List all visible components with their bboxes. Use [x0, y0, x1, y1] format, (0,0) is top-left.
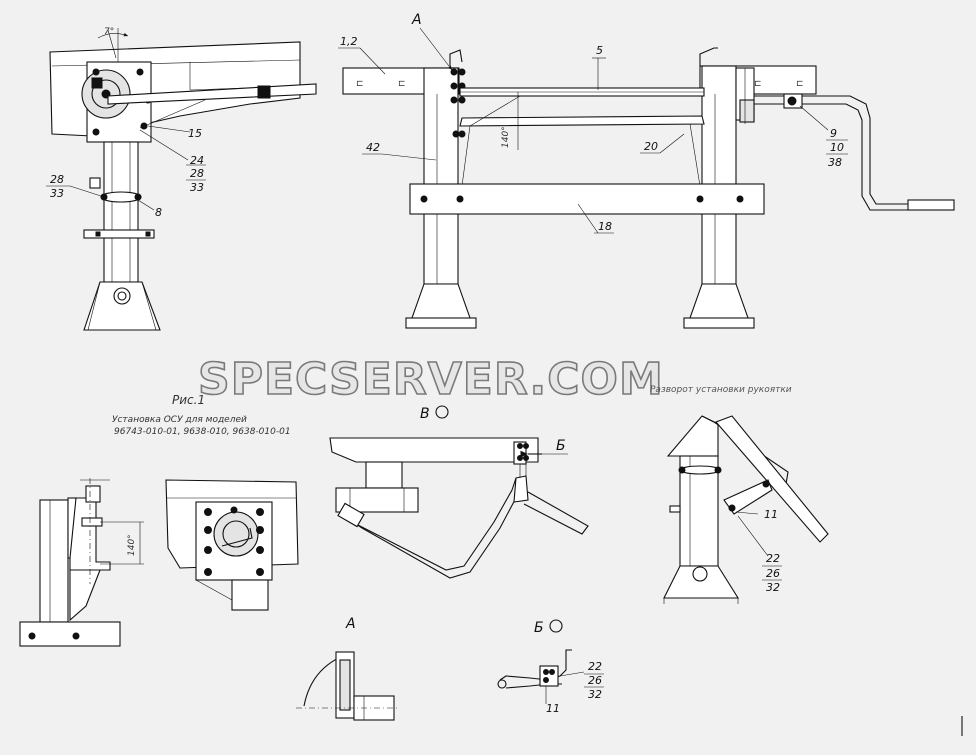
label-32b: 32 [588, 688, 602, 701]
dim140-label: 140° [501, 126, 511, 148]
watermark: SPECSERVER.COM [198, 354, 664, 405]
figure-caption: Рис.1 [172, 393, 205, 407]
label-26: 26 [766, 567, 780, 580]
section-bottom-left: 140° [19, 478, 144, 647]
label-28b: 28 [190, 167, 204, 180]
view-b-arrow-label: Б [556, 438, 566, 454]
svg-text:⊏: ⊏ [398, 79, 406, 89]
caption-line-2: 96743-010-01, 9638-010, 9638-010-01 [114, 427, 291, 437]
label-8: 8 [155, 206, 162, 219]
caption-line-1: Установка ОСУ для моделей [112, 415, 247, 425]
label-15: 15 [188, 127, 202, 140]
dim140b-label: 140° [127, 534, 137, 556]
hinge-detail: 11 22 26 32 [663, 415, 829, 604]
side-view-top-left: 7° 15 24 28 33 28 33 8 [46, 27, 317, 331]
label-22b: 22 [588, 660, 602, 673]
svg-text:⊏: ⊏ [796, 79, 804, 89]
svg-text:⊏: ⊏ [356, 79, 364, 89]
label-42: 42 [366, 141, 380, 154]
view-b-label: Б [534, 620, 544, 636]
watermark-subtext: Разворот установки рукоятки [650, 385, 792, 395]
angle-label: 7° [104, 27, 114, 37]
label-22: 22 [766, 552, 780, 565]
label-33b: 33 [190, 181, 204, 194]
view-b: Б 11 22 26 32 [497, 619, 604, 715]
view-a: А [296, 616, 400, 721]
label-32: 32 [766, 581, 780, 594]
label-33: 33 [50, 187, 64, 200]
label-24: 24 [190, 154, 204, 167]
view-a-label: А [345, 616, 356, 632]
svg-text:⊏: ⊏ [754, 79, 762, 89]
label-10: 10 [830, 141, 844, 154]
label-11b: 11 [546, 702, 560, 715]
label-a: A [411, 12, 422, 28]
label-18: 18 [598, 220, 612, 233]
label-28: 28 [50, 173, 64, 186]
label-9: 9 [830, 127, 837, 140]
view-v: В Б [329, 405, 589, 579]
label-1-2: 1,2 [340, 35, 358, 48]
label-20: 20 [644, 140, 658, 153]
view-v-label: В [420, 406, 430, 422]
label-26b: 26 [588, 674, 602, 687]
label-38: 38 [828, 156, 842, 169]
front-view-top: ⊏ ⊏ ⊏ ⊏ 140° [338, 12, 955, 329]
mount-detail [165, 479, 299, 611]
label-11: 11 [764, 508, 778, 521]
label-5: 5 [596, 44, 603, 57]
